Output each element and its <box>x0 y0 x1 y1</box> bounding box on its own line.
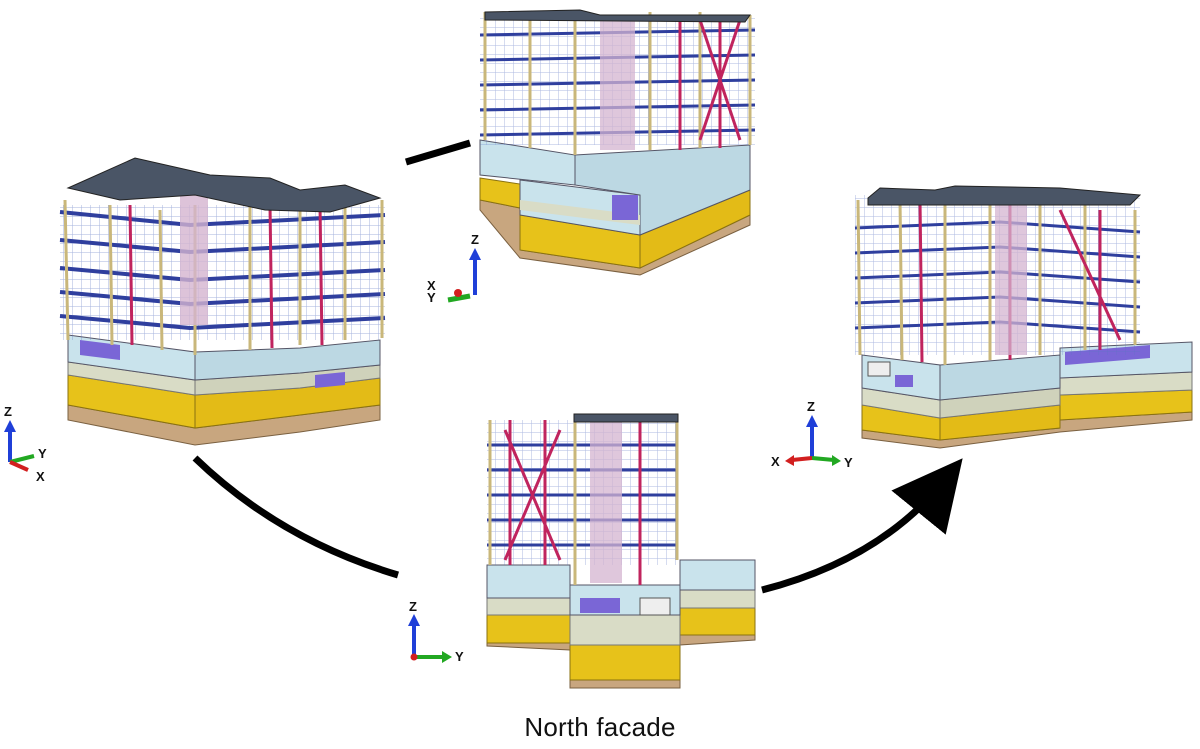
axis-label-y: Y <box>427 290 436 305</box>
building-model-left <box>59 157 386 446</box>
axis-label-y: Y <box>38 446 47 461</box>
axis-label-y: Y <box>844 455 853 470</box>
axis-triad-right: Z X Y <box>771 399 853 470</box>
connector-arrow-right <box>761 458 963 594</box>
figure-caption: North facade <box>524 712 676 742</box>
axis-label-z: Z <box>471 232 479 247</box>
connector-curve-left <box>192 455 399 579</box>
axis-triad-bottom: Z Y <box>408 599 464 664</box>
axis-label-x: X <box>427 278 436 293</box>
axis-label-z: Z <box>4 404 12 419</box>
axis-label-z: Z <box>409 599 417 614</box>
building-model-top <box>479 9 756 276</box>
building-model-right <box>854 185 1193 449</box>
axis-label-y: Y <box>455 649 464 664</box>
axis-label-z: Z <box>807 399 815 414</box>
axis-label-x: X <box>36 469 45 484</box>
axis-triad-left: Z Y X <box>4 404 47 484</box>
axis-triad-top: Z X Y <box>427 232 481 305</box>
axis-label-x: X <box>771 454 780 469</box>
connector-line-top <box>405 139 471 166</box>
building-model-bottom <box>486 413 756 689</box>
